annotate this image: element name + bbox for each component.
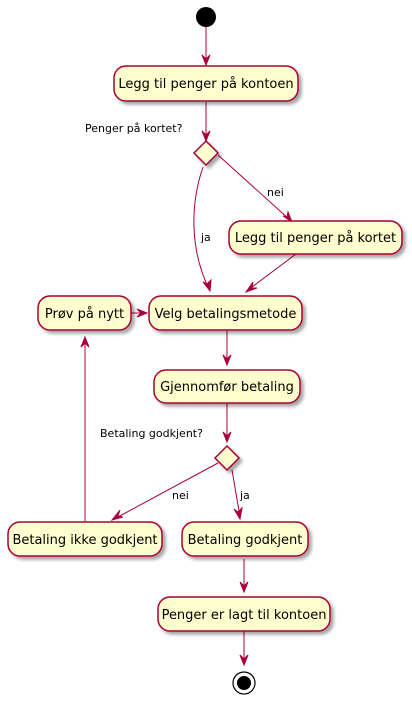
- edge-approved-decision-yes: [231, 469, 241, 518]
- start-node: [196, 7, 216, 27]
- edge-label-card-no: nei: [267, 186, 284, 199]
- arrowhead: [110, 509, 124, 521]
- edge-card-decision-no: [217, 154, 291, 221]
- decision-approved: [213, 444, 241, 472]
- arrowhead: [282, 210, 294, 224]
- node-payment-approved: [181, 521, 309, 557]
- node-retry-label: Prøv på nytt: [45, 307, 124, 322]
- arrowheads: [80, 54, 294, 667]
- arrowhead: [239, 581, 249, 594]
- action-nodes: [7, 65, 403, 632]
- edges: [84, 27, 297, 664]
- edge-card-decision-yes: [193, 166, 210, 290]
- node-add-money-account: [113, 65, 299, 102]
- node-perform-payment: [153, 369, 301, 404]
- node-retry: [37, 295, 132, 331]
- arrowhead: [202, 278, 212, 293]
- node-add-money-card-label: Legg til penger på kortet: [235, 231, 396, 246]
- node-perform-payment-label: Gjennomfør betaling: [160, 380, 294, 395]
- node-payment-rejected: [7, 521, 163, 557]
- end-node: [232, 671, 256, 695]
- node-payment-rejected-label: Betaling ikke godkjent: [12, 533, 157, 548]
- node-payment-approved-label: Betaling godkjent: [188, 533, 303, 548]
- arrowhead: [136, 308, 149, 318]
- edge-add-card-to-choose-method: [247, 253, 297, 291]
- node-add-money-card: [228, 220, 403, 255]
- edge-label-approved-yes: ja: [239, 489, 250, 502]
- edge-approved-decision-no: [115, 462, 219, 519]
- arrowhead: [244, 281, 258, 294]
- decision-approved-question: Betaling godkjent?: [100, 427, 203, 440]
- edge-label-card-yes: ja: [200, 231, 211, 244]
- arrowhead: [233, 506, 243, 521]
- node-money-added-label: Penger er lagt til kontoen: [162, 608, 327, 623]
- arrowhead: [201, 54, 211, 67]
- node-choose-method-label: Velg betalingsmetode: [155, 307, 297, 322]
- node-add-money-account-label: Legg til penger på kontoen: [118, 77, 293, 92]
- arrowhead: [222, 431, 232, 444]
- decision-card-question: Penger på kortet?: [85, 122, 183, 135]
- edge-label-approved-no: nei: [172, 489, 189, 502]
- arrowhead: [80, 335, 90, 348]
- arrowhead: [239, 654, 249, 667]
- arrowhead: [222, 354, 232, 367]
- node-money-added: [157, 596, 331, 632]
- node-choose-method: [148, 295, 303, 331]
- arrowhead: [201, 130, 211, 143]
- decision-card: [192, 139, 220, 167]
